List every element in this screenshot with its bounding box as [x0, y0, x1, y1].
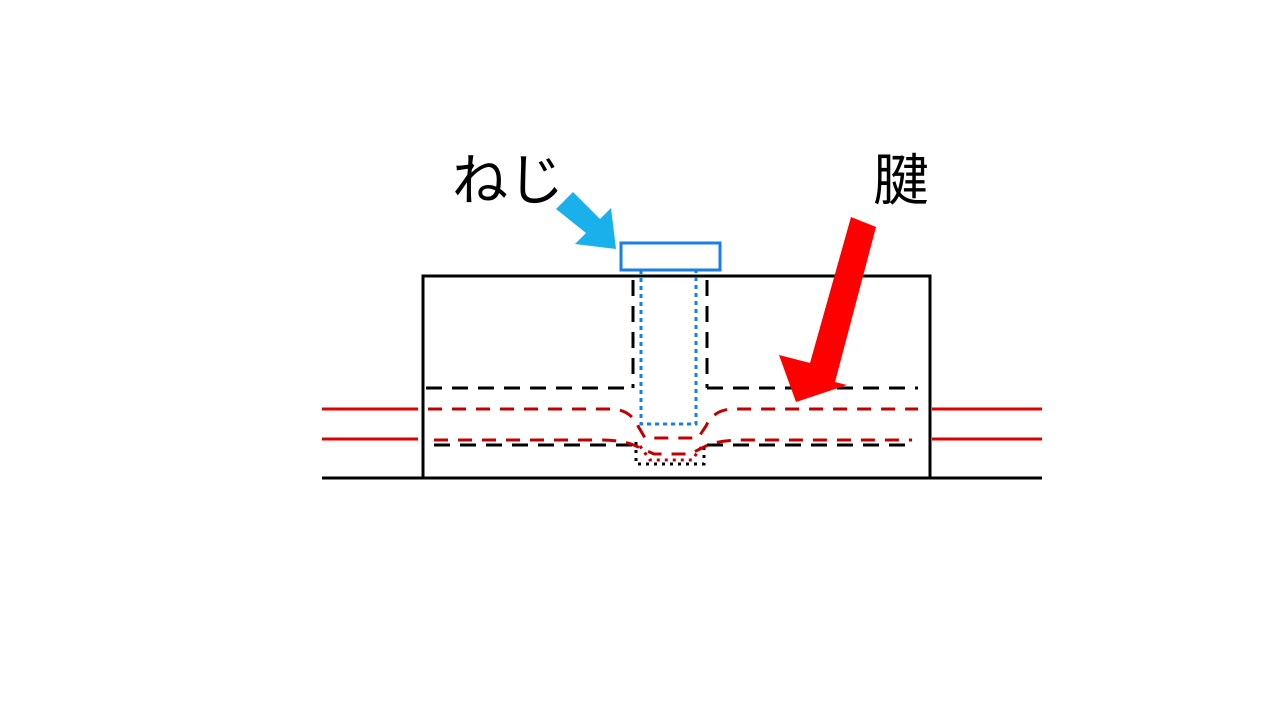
tendon-arrow-shape [779, 217, 876, 402]
screw-head [619, 241, 722, 272]
tendon-dashed-upper [428, 407, 918, 440]
screw [619, 241, 722, 426]
tendon-dotted-deep [638, 445, 704, 462]
tendon-label: 腱 [873, 149, 929, 214]
bone-block [421, 274, 932, 480]
screw-shaft [639, 270, 698, 426]
tendon-arrow [779, 217, 876, 402]
screw-arrow-shape [556, 192, 616, 249]
hole-bottom-dotted [634, 442, 706, 466]
tendon-solid-lines [322, 407, 1042, 441]
tendon-dashed-lower [434, 438, 912, 456]
tendon-dashed-lines [428, 407, 918, 462]
screw-label: ねじ [452, 149, 564, 214]
screw-arrow [556, 192, 616, 249]
